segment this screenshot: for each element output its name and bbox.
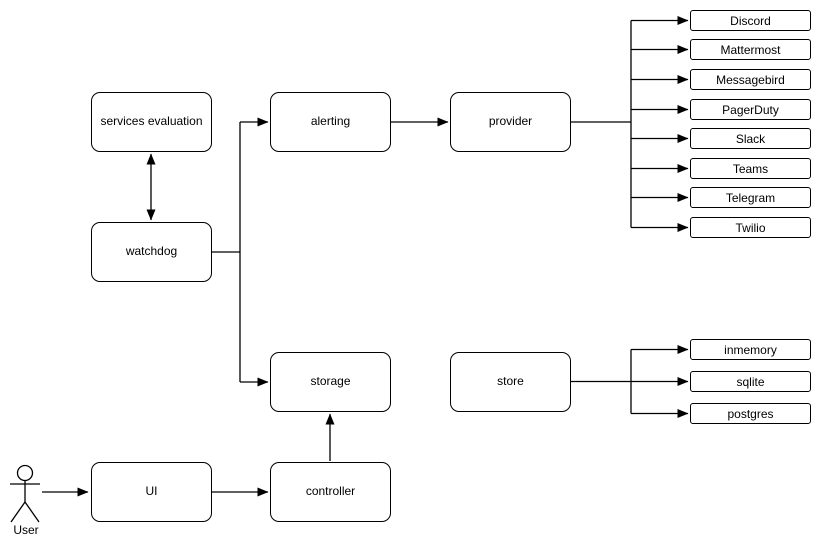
node-watchdog-label: watchdog bbox=[125, 244, 178, 259]
node-postgres[interactable]: postgres bbox=[690, 403, 811, 424]
node-telegram[interactable]: Telegram bbox=[690, 187, 811, 208]
node-watchdog[interactable]: watchdog bbox=[91, 222, 212, 282]
node-sqlite[interactable]: sqlite bbox=[690, 371, 811, 392]
node-controller[interactable]: controller bbox=[270, 462, 391, 522]
node-slack[interactable]: Slack bbox=[690, 128, 811, 149]
node-alerting[interactable]: alerting bbox=[270, 92, 391, 152]
node-mattermost[interactable]: Mattermost bbox=[690, 39, 811, 60]
node-inmemory[interactable]: inmemory bbox=[690, 339, 811, 360]
node-storage-label: storage bbox=[310, 374, 351, 389]
node-teams[interactable]: Teams bbox=[690, 158, 811, 179]
node-discord[interactable]: Discord bbox=[690, 10, 811, 31]
node-ui[interactable]: UI bbox=[91, 462, 212, 522]
node-store[interactable]: store bbox=[450, 352, 571, 412]
node-provider-label: provider bbox=[488, 114, 533, 129]
node-services-evaluation[interactable]: services evaluation bbox=[91, 92, 212, 152]
node-pagerduty[interactable]: PagerDuty bbox=[690, 99, 811, 120]
node-storage[interactable]: storage bbox=[270, 352, 391, 412]
user-actor-icon[interactable] bbox=[10, 464, 40, 523]
node-controller-label: controller bbox=[305, 484, 356, 499]
node-ui-label: UI bbox=[145, 484, 158, 499]
node-provider[interactable]: provider bbox=[450, 92, 571, 152]
node-services-evaluation-label: services evaluation bbox=[100, 114, 203, 129]
node-twilio[interactable]: Twilio bbox=[690, 217, 811, 238]
user-actor-label: User bbox=[13, 523, 39, 537]
node-alerting-label: alerting bbox=[310, 114, 351, 129]
node-messagebird[interactable]: Messagebird bbox=[690, 69, 811, 90]
node-store-label: store bbox=[497, 374, 524, 389]
